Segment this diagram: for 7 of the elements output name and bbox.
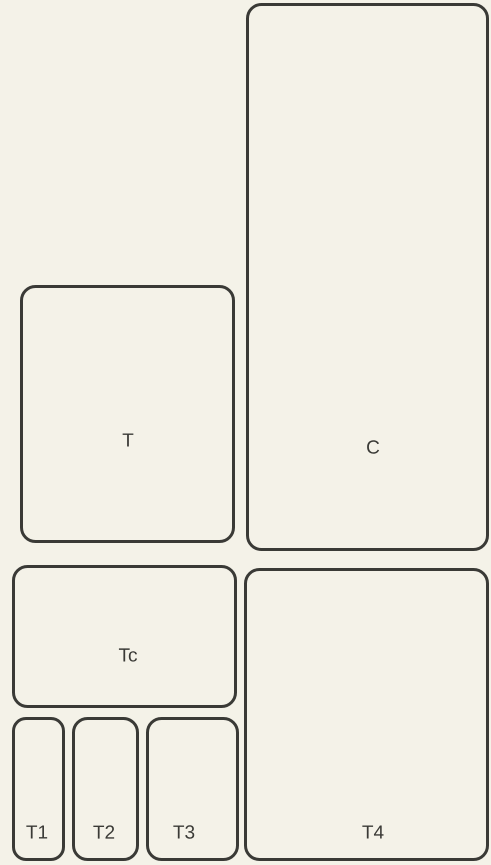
labeled-box: C bbox=[246, 3, 489, 551]
labeled-box: T4 bbox=[244, 568, 489, 861]
labeled-box: Tc bbox=[12, 565, 237, 708]
labeled-box: T3 bbox=[146, 717, 239, 861]
labeled-box: T bbox=[20, 285, 235, 543]
labeled-box: T2 bbox=[72, 717, 139, 861]
labeled-box: T1 bbox=[12, 717, 65, 861]
